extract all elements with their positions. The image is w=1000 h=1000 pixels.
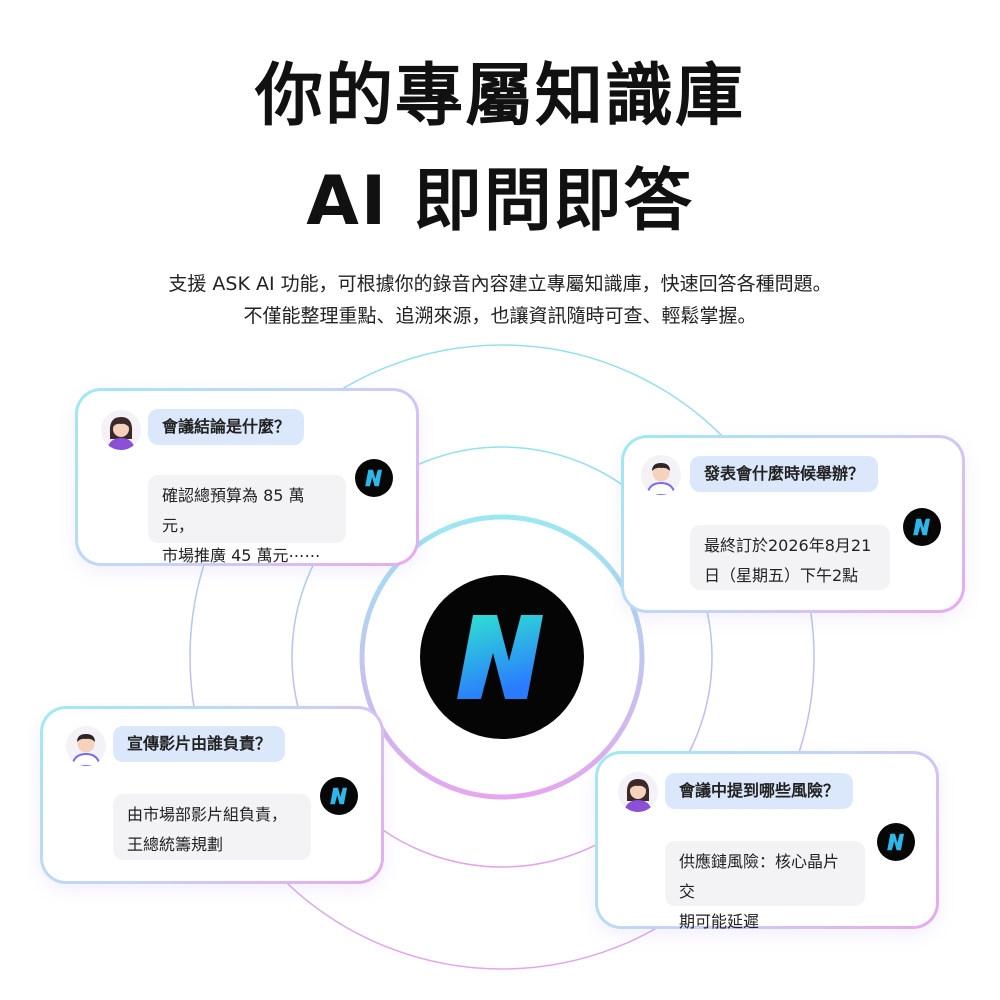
chat-card-4: 會議中提到哪些風險？ 供應鏈風險：核心晶片交 期可能延遲 <box>595 751 939 931</box>
female-user-avatar-icon <box>101 410 141 450</box>
question-bubble: 宣傳影片由誰負責？ <box>113 726 286 762</box>
chat-card-1: 會議結論是什麼？ 確認總預算為 85 萬元， 市場推廣 45 萬元⋯⋯ <box>75 388 419 566</box>
subtitle-line-1: 支援 ASK AI 功能，可根據你的錄音內容建立專屬知識庫，快速回答各種問題。 <box>168 273 832 295</box>
answer-line-1: 供應鏈風險：核心晶片交 <box>679 852 840 901</box>
n-logo-icon <box>877 823 915 861</box>
answer-line-1: 確認總預算為 85 萬元， <box>162 486 305 535</box>
male-user-avatar-icon <box>641 455 681 495</box>
headline-line-1: 你的專屬知識庫 <box>254 57 745 136</box>
center-n-logo-icon <box>420 575 584 739</box>
n-logo-icon <box>903 508 941 546</box>
answer-line-1: 最終訂於2026年8月21 <box>704 536 872 555</box>
chat-card-3: 宣傳影片由誰負責？ 由市場部影片組負責， 王總統籌規劃 <box>40 706 384 884</box>
answer-line-2: 王總統籌規劃 <box>127 835 224 854</box>
question-bubble: 會議中提到哪些風險？ <box>665 773 854 809</box>
male-user-avatar-icon <box>66 726 106 766</box>
answer-line-2: 期可能延遲 <box>679 912 760 931</box>
answer-line-2: 市場推廣 45 萬元⋯⋯ <box>162 546 321 565</box>
middle-ring <box>291 446 713 868</box>
answer-bubble: 由市場部影片組負責， 王總統籌規劃 <box>113 794 311 860</box>
answer-bubble: 確認總預算為 85 萬元， 市場推廣 45 萬元⋯⋯ <box>148 475 346 565</box>
answer-bubble: 供應鏈風險：核心晶片交 期可能延遲 <box>665 841 865 931</box>
outer-ring <box>189 344 815 970</box>
headline-line-2: AI 即問即答 <box>306 162 694 241</box>
subtitle-line-2: 不僅能整理重點、追溯來源，也讓資訊隨時可查、輕鬆掌握。 <box>243 305 757 327</box>
chat-card-2: 發表會什麼時候舉辦？ 最終訂於2026年8月21 日（星期五）下午2點 <box>621 435 965 613</box>
question-bubble: 發表會什麼時候舉辦？ <box>690 456 879 492</box>
n-logo-icon <box>320 777 358 815</box>
answer-line-2: 日（星期五）下午2點 <box>704 566 859 585</box>
answer-line-1: 由市場部影片組負責， <box>127 805 288 824</box>
n-logo-icon <box>355 459 393 497</box>
question-bubble: 會議結論是什麼？ <box>148 409 305 445</box>
answer-bubble: 最終訂於2026年8月21 日（星期五）下午2點 <box>690 525 890 590</box>
female-user-avatar-icon <box>618 772 658 812</box>
